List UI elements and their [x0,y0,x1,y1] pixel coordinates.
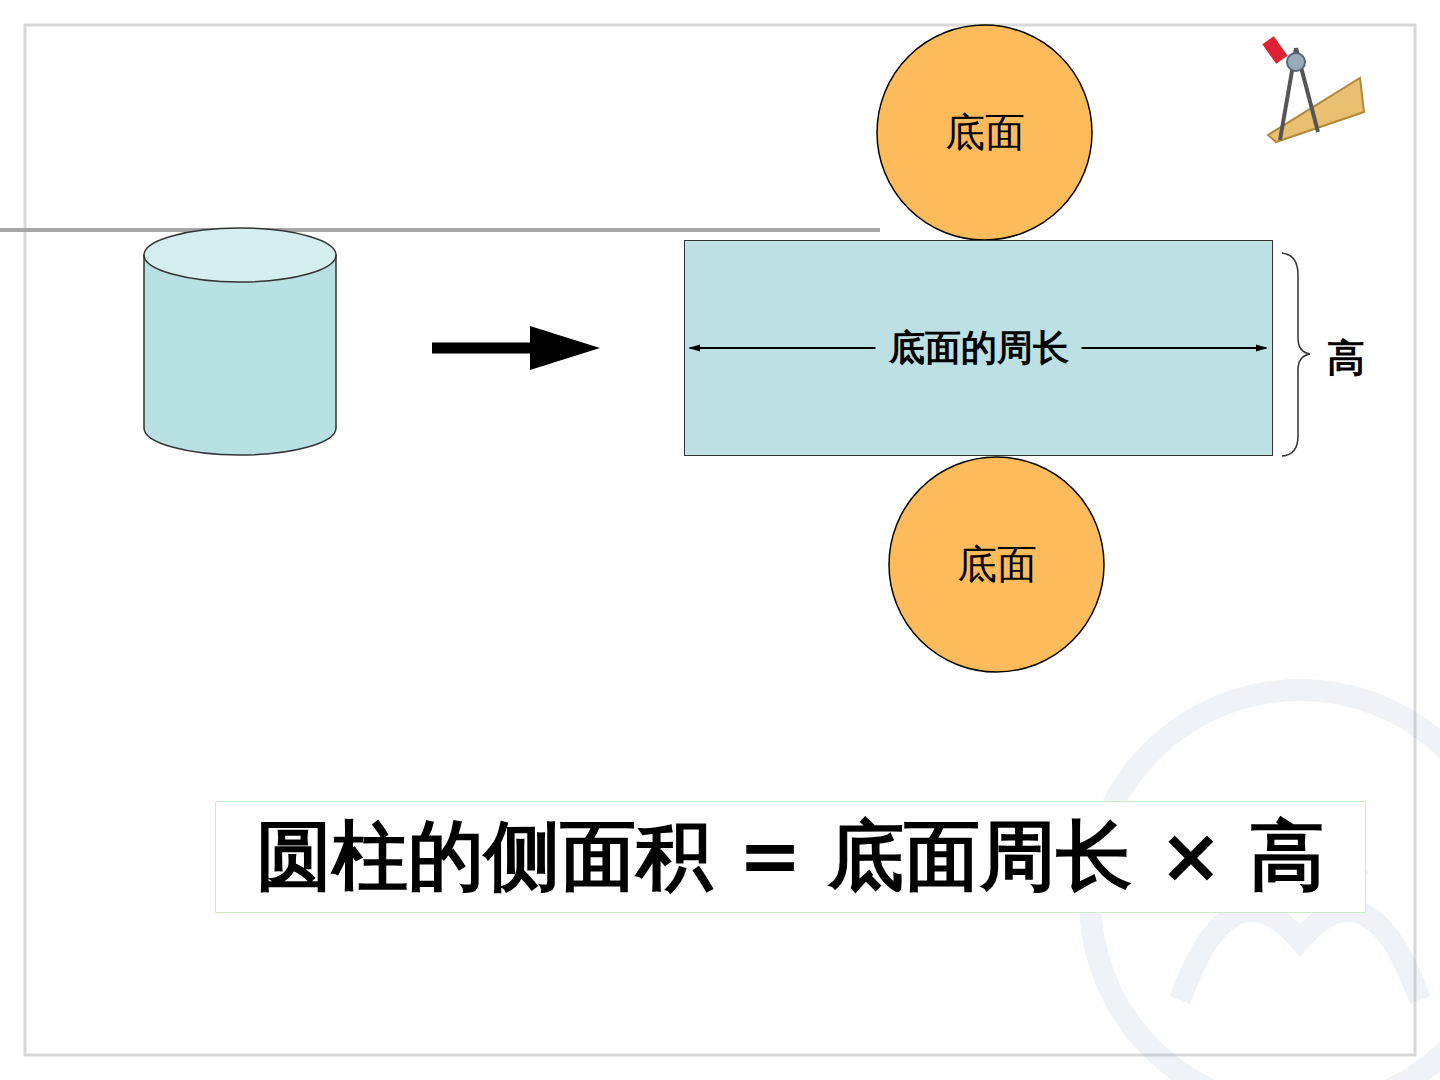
dimension-label: 高 [1327,333,1365,384]
slide-frame [25,25,1415,1055]
node-text: 底面的周长 [889,324,1069,373]
height-brace [1282,253,1310,456]
lateral-rectangle: 底面的周长 [684,240,1273,456]
node-text: 圆柱的侧面积 = 底面周长 × 高 [256,806,1325,909]
node-text: 底面 [957,537,1037,592]
base-circle: 底面 [876,24,1093,241]
formula-box: 圆柱的侧面积 = 底面周长 × 高 [215,801,1366,913]
cylinder-figure [144,228,336,455]
header-rule [0,228,880,232]
compass-icon [1262,36,1364,142]
node-text: 底面 [945,105,1025,160]
base-circle: 底面 [888,456,1105,673]
unfold-arrow [432,326,600,370]
